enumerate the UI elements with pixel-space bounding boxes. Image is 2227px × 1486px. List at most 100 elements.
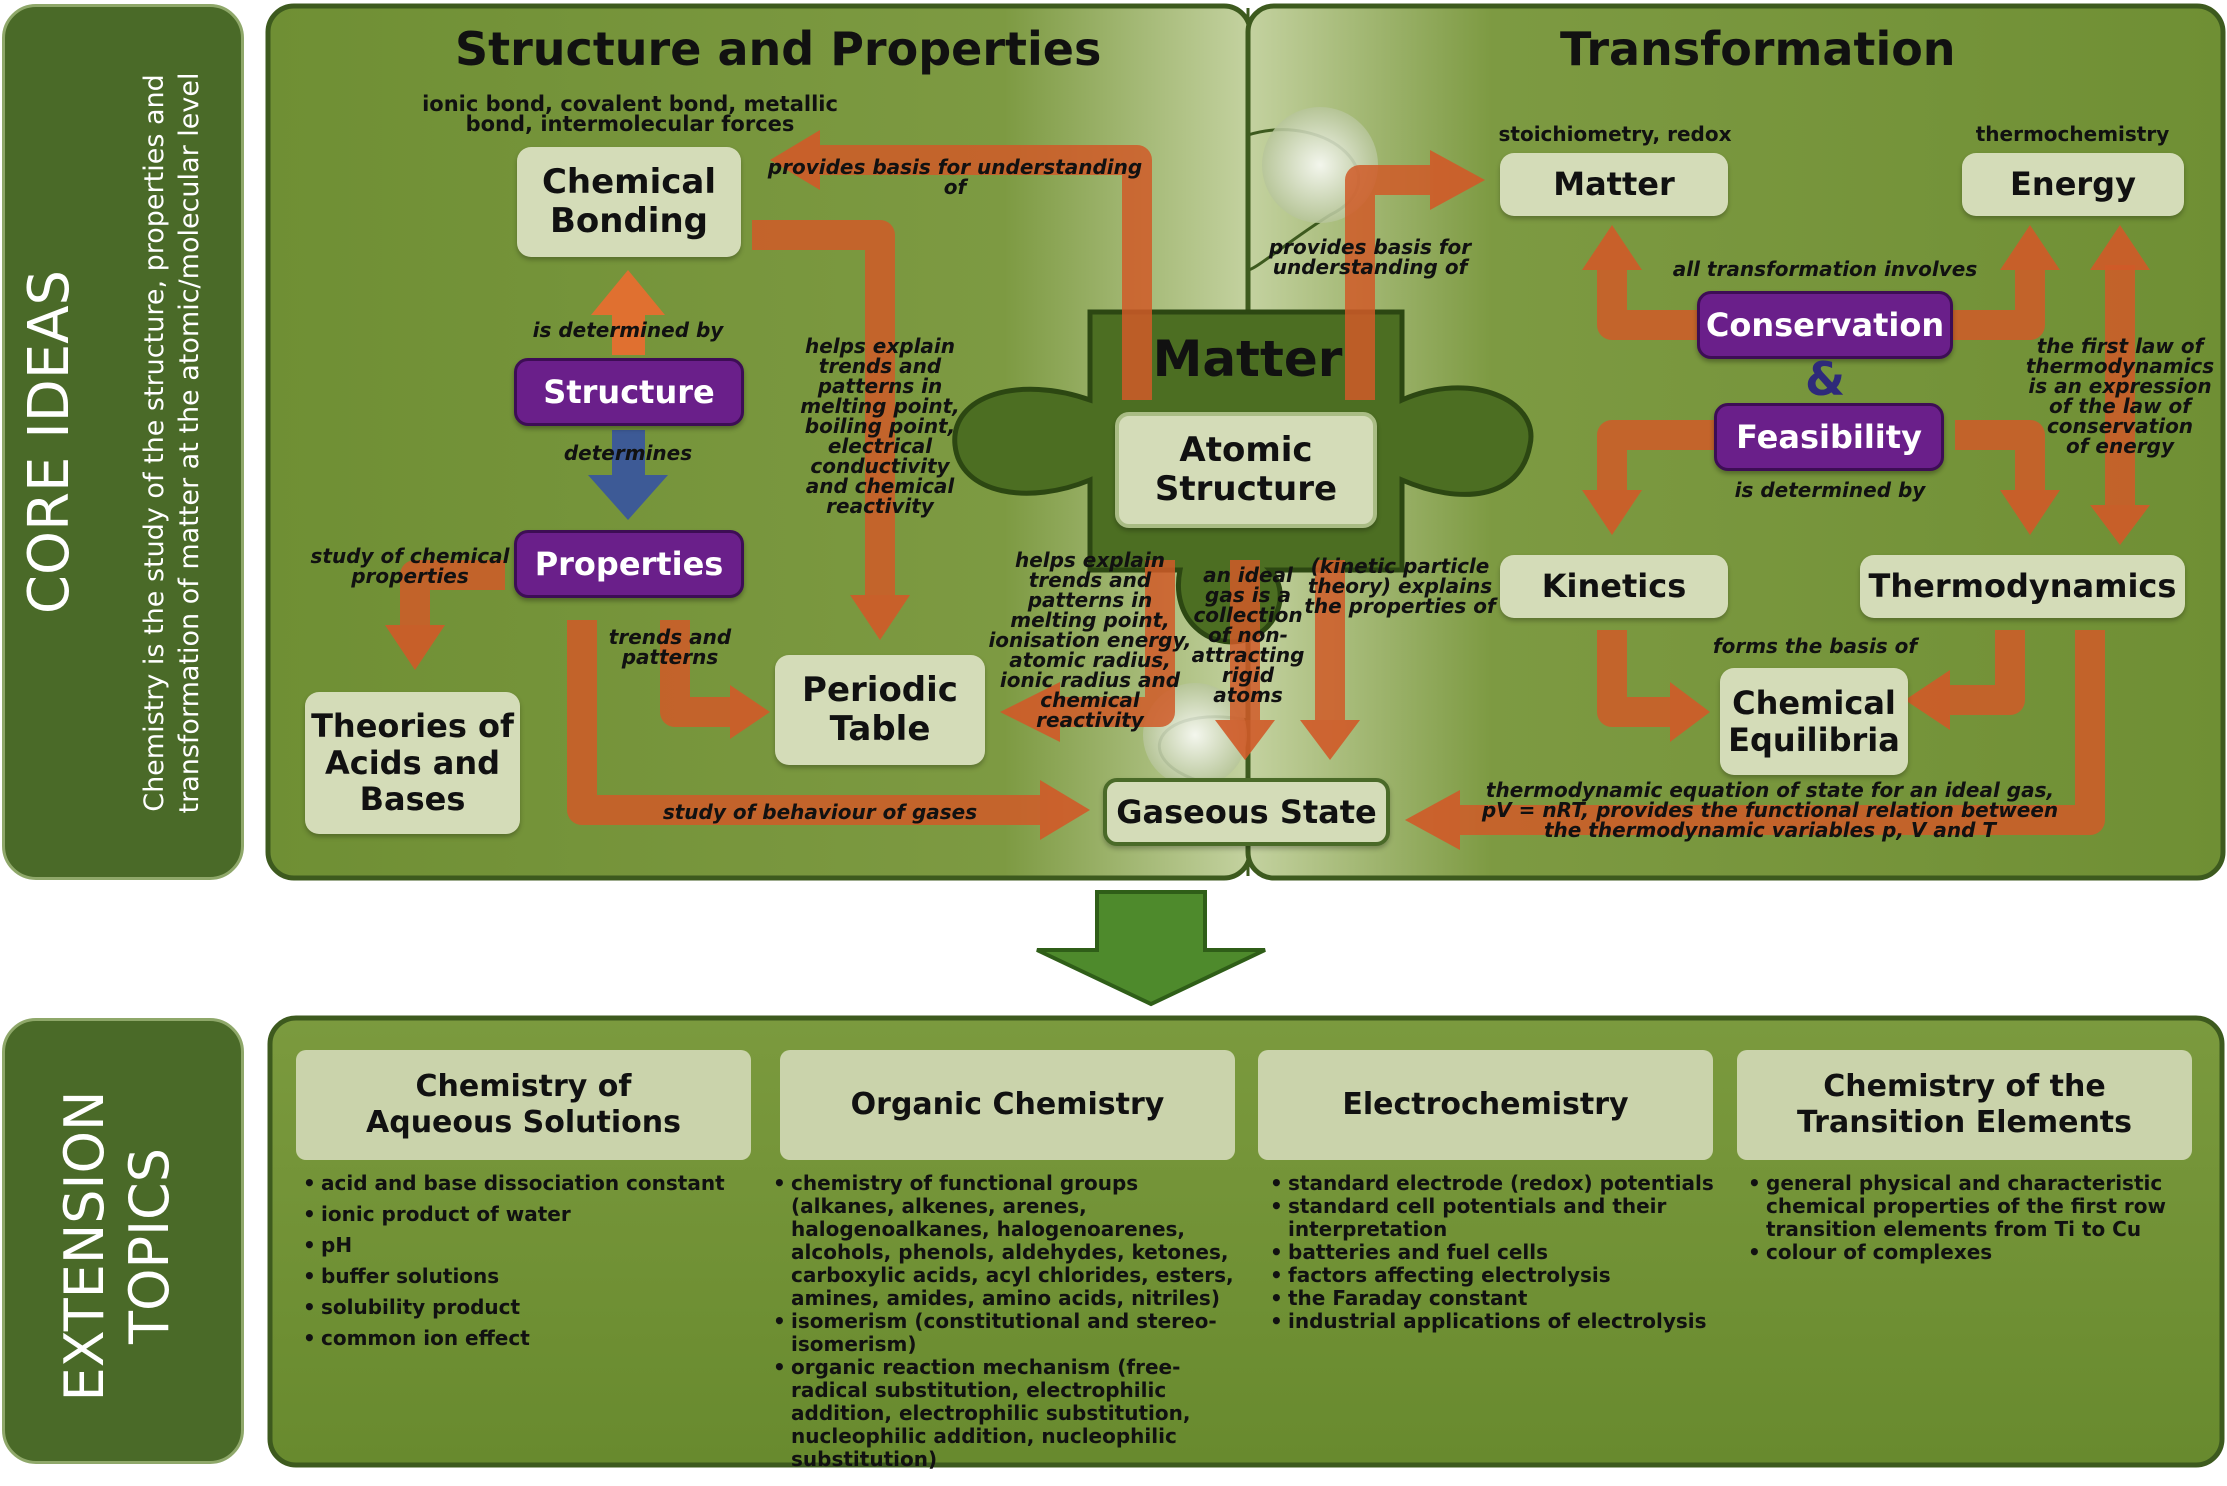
list-item: chemistry of functional groups (alkanes,… [773, 1172, 1248, 1310]
label-is-determined-by-right: is determined by [1734, 478, 1926, 502]
list-item: buffer solutions [303, 1265, 753, 1288]
list-item: standard cell potentials and their inter… [1270, 1195, 1720, 1241]
label-provides-basis-right: provides basis for understanding of [1268, 235, 1472, 279]
label-kinetic-particle: (kinetic particle theory) explains the p… [1304, 554, 1496, 618]
list-item: general physical and characteristic chem… [1748, 1172, 2188, 1241]
head-periodic [850, 595, 910, 640]
gaseous-state-node: Gaseous State [1103, 778, 1390, 846]
list-item: pH [303, 1234, 753, 1257]
head-cons-energy [2000, 225, 2060, 270]
label-ideal-gas: an ideal gas is a collection of non- att… [1191, 563, 1305, 707]
arrow-structure-to-bonding [591, 270, 665, 355]
arrow-properties-to-theories [400, 560, 505, 625]
head-feas-thermo [2000, 490, 2060, 535]
label-stoichiometry: stoichiometry, redox [1498, 122, 1732, 146]
label-determines: determines [563, 441, 693, 465]
label-equation-of-state: thermodynamic equation of state for an i… [1481, 778, 2059, 842]
label-trends-and-patterns: trends and patterns [608, 625, 732, 669]
list-item: standard electrode (redox) potentials [1270, 1172, 1720, 1195]
list-item: organic reaction mechanism (free-radical… [773, 1356, 1248, 1471]
topic-transition-list: general physical and characteristic chem… [1748, 1172, 2188, 1264]
topic-electrochemistry-title: Electrochemistry [1258, 1050, 1713, 1160]
properties-node: Properties [514, 530, 744, 598]
head-cons-matter [1582, 225, 1642, 270]
head-thermo-gas [1405, 790, 1460, 850]
atomic-structure-node: Atomic Structure [1115, 412, 1377, 528]
matter-node: Matter [1500, 153, 1728, 216]
label-is-determined-by: is determined by [532, 318, 724, 342]
arrow-atomic-to-bonding [820, 145, 1152, 400]
topic-aqueous-list: acid and base dissociation constant ioni… [303, 1172, 753, 1350]
topic-aqueous-title: Chemistry of Aqueous Solutions [296, 1050, 751, 1160]
label-provides-basis-left: provides basis for understanding of [767, 155, 1143, 199]
head-atomic-periodic [1000, 682, 1060, 742]
core-ideas-panel: CORE IDEAS Chemistry is the study of the… [2, 4, 244, 880]
head-matter [1430, 150, 1485, 210]
structure-section-title: Structure and Properties [455, 22, 1102, 76]
label-helps-explain-ie: helps explain trends and patterns in mel… [988, 548, 1192, 732]
list-item: batteries and fuel cells [1270, 1241, 1720, 1264]
arrow-feasibility-to-kinetics [1597, 420, 1715, 490]
matter-title: Matter [1152, 330, 1343, 388]
arrow-structure-to-properties [588, 430, 668, 520]
head-gas-1 [1215, 720, 1275, 760]
head-gaseous-left [1040, 780, 1090, 840]
arrow-kinetics-to-equilibria [1597, 630, 1670, 727]
periodic-table-node: Periodic Table [775, 655, 985, 765]
list-item: acid and base dissociation constant [303, 1172, 753, 1195]
arrow-conservation-to-energy [1950, 270, 2045, 340]
arrow-properties-to-gaseous [567, 620, 1040, 825]
energy-node: Energy [1962, 153, 2184, 216]
list-item: common ion effect [303, 1327, 753, 1350]
list-item: factors affecting electrolysis [1270, 1264, 1720, 1287]
topic-organic-list: chemistry of functional groups (alkanes,… [773, 1172, 1248, 1471]
head-kin-eq [1670, 682, 1710, 742]
arrow-thermo-to-equilibria [1950, 630, 2025, 715]
label-forms-basis: forms the basis of [1712, 634, 1918, 658]
label-helps-explain-bp: helps explain trends and patterns in mel… [800, 334, 960, 518]
label-study-gases: study of behaviour of gases [662, 800, 978, 824]
label-first-law: the first law of thermodynamics is an ex… [2025, 334, 2215, 458]
head-thermo-down [2090, 505, 2150, 545]
head-gas-2 [1300, 720, 1360, 760]
chemical-equilibria-node: Chemical Equilibria [1720, 668, 1908, 775]
topic-organic-title: Organic Chemistry [780, 1050, 1235, 1160]
chemical-bonding-node: Chemical Bonding [517, 147, 741, 257]
arrow-atomic-to-periodic [1060, 560, 1175, 727]
label-thermochemistry: thermochemistry [1975, 122, 2170, 146]
head-trends [730, 685, 770, 739]
extension-topics-panel: EXTENSION TOPICS [2, 1018, 244, 1464]
head-bonding [770, 130, 820, 190]
list-item: the Faraday constant [1270, 1287, 1720, 1310]
head-energy-up [2090, 225, 2150, 270]
down-arrow [1036, 890, 1266, 1007]
feasibility-node: Feasibility [1714, 403, 1944, 471]
arrow-bonding-to-periodic [752, 220, 895, 595]
arrow-atomic-to-matter [1345, 165, 1430, 400]
theories-acids-bases-node: Theories of Acids and Bases [305, 692, 520, 834]
head-theories [385, 625, 445, 670]
label-study-chemical-properties: study of chemical properties [310, 544, 510, 588]
label-bonding-types: ionic bond, covalent bond, metallic bond… [422, 92, 838, 136]
topic-transition-title: Chemistry of the Transition Elements [1737, 1050, 2192, 1160]
arrow-conservation-to-matter [1597, 270, 1700, 340]
transformation-section-title: Transformation [1560, 22, 1956, 76]
arrow-properties-to-periodic [660, 620, 730, 727]
structure-node: Structure [514, 358, 744, 426]
conservation-node: Conservation [1697, 291, 1953, 359]
list-item: colour of complexes [1748, 1241, 2188, 1264]
topic-electrochemistry-list: standard electrode (redox) potentials st… [1270, 1172, 1720, 1333]
list-item: solubility product [303, 1296, 753, 1319]
list-item: industrial applications of electrolysis [1270, 1310, 1720, 1333]
head-feas-kinetics [1582, 490, 1642, 535]
kinetics-node: Kinetics [1500, 555, 1728, 618]
list-item: isomerism (constitutional and stereo-iso… [773, 1310, 1248, 1356]
list-item: ionic product of water [303, 1203, 753, 1226]
arrow-thermo-to-gaseous [1460, 630, 2105, 835]
label-all-transformation: all transformation involves [1672, 257, 1978, 281]
ampersand: & [1804, 352, 1846, 406]
head-thermo-eq [1905, 670, 1950, 730]
thermodynamics-node: Thermodynamics [1860, 555, 2185, 618]
arrow-feasibility-to-thermo [1955, 420, 2045, 490]
